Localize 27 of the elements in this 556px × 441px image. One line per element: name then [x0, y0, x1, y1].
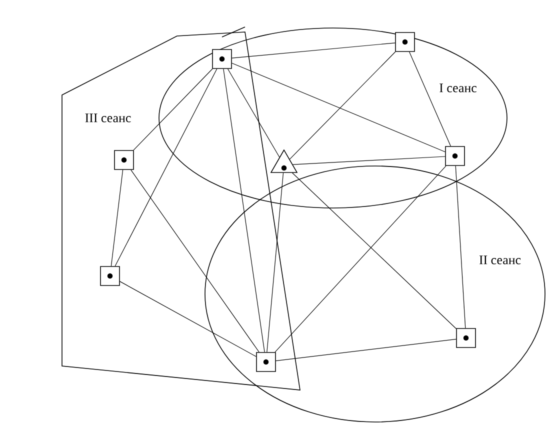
connector-line: [232, 62, 446, 152]
square-vertex: [256, 352, 276, 372]
connector-line: [292, 156, 446, 165]
connector-line: [228, 68, 280, 158]
square-vertex: [100, 266, 120, 286]
connector-line: [223, 68, 265, 352]
connector-line: [409, 52, 451, 146]
session-label: I сеанс: [440, 84, 476, 92]
connector-line: [114, 68, 218, 266]
session-label: III сеанс: [85, 114, 131, 122]
connector-line: [120, 281, 256, 357]
connector-line: [266, 172, 284, 352]
connector-line: [455, 166, 466, 328]
connector-line: [130, 170, 260, 352]
connector-line: [133, 68, 213, 150]
connector-line: [292, 172, 456, 329]
square-vertex: [212, 49, 232, 69]
square-vertex: [114, 150, 134, 170]
connector-line: [274, 166, 446, 352]
connector-line: [232, 42, 396, 58]
connector-line: [276, 338, 456, 362]
connector-line: [110, 170, 124, 266]
connector-line: [289, 52, 396, 160]
square-vertex: [456, 328, 476, 348]
session-label: II сеанс: [479, 256, 521, 264]
square-vertex: [395, 32, 415, 52]
square-vertex: [445, 146, 465, 166]
